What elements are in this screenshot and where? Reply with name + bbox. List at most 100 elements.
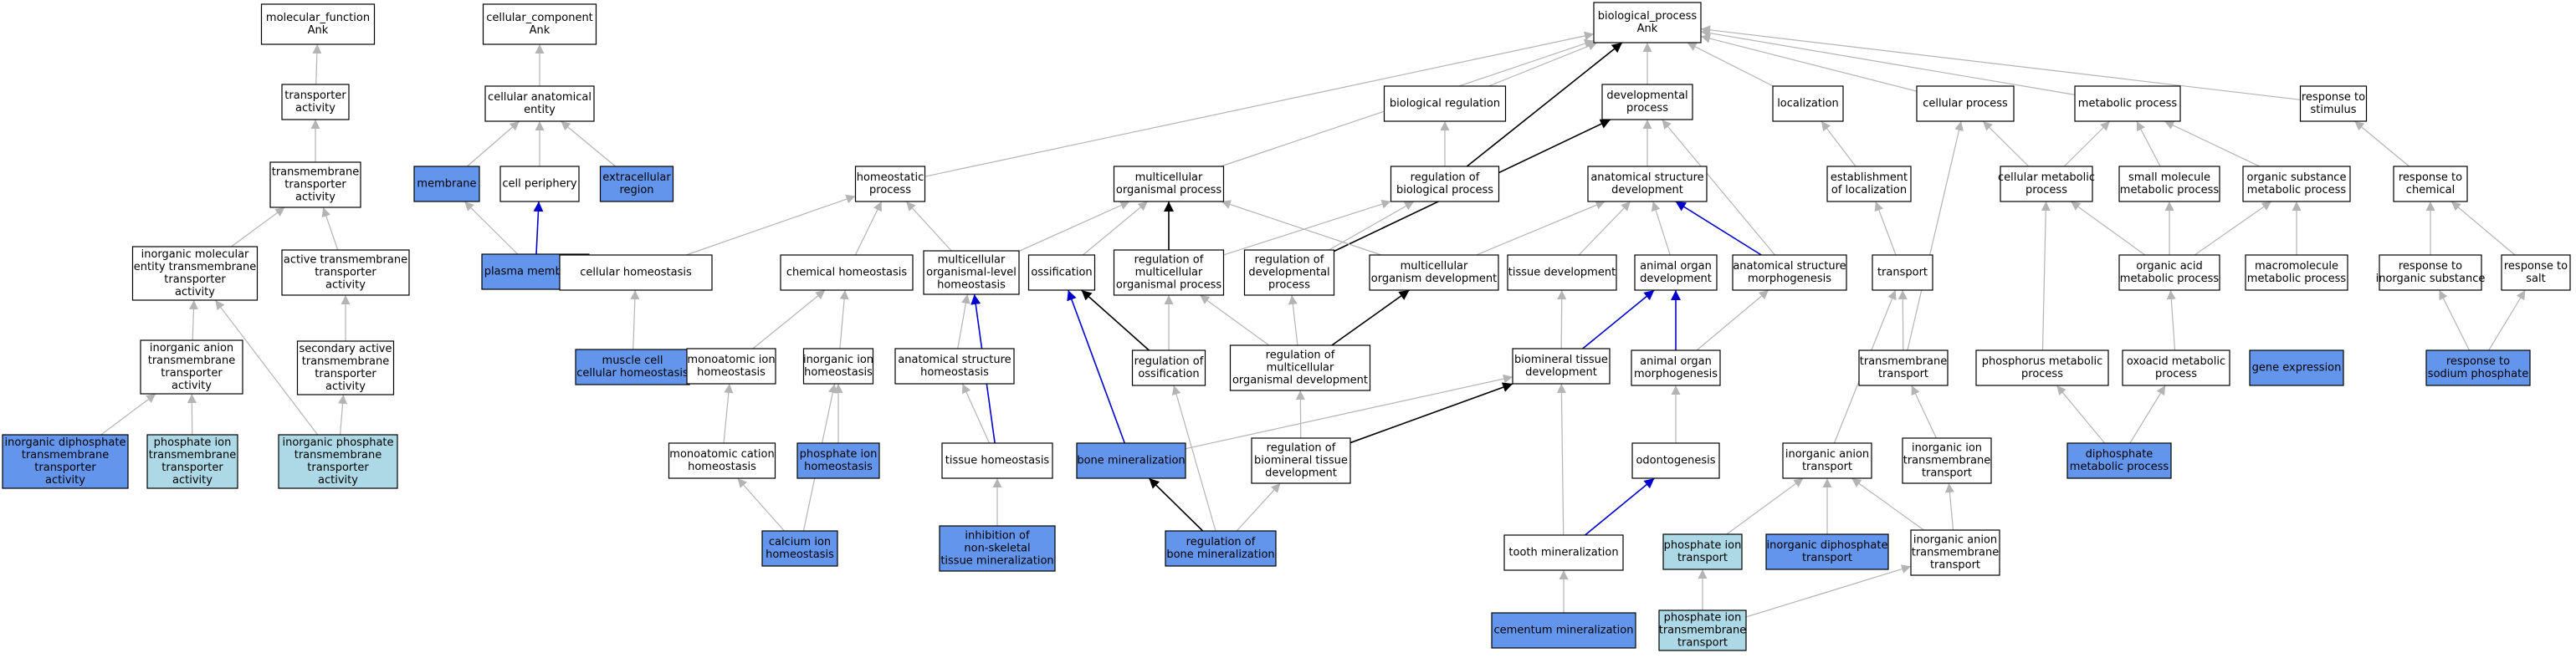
node-transport[interactable]: transport <box>1872 254 1933 291</box>
node-label-line: multicellular <box>1401 260 1468 273</box>
node-satta[interactable]: secondary activetransmembranetransporter… <box>296 340 395 395</box>
node-membrane[interactable]: membrane <box>413 166 480 202</box>
edge-mp-to-bp <box>1700 28 2076 95</box>
node-label-line: sodium phosphate <box>2428 368 2528 380</box>
node-box <box>269 161 361 208</box>
node-bm[interactable]: bone mineralization <box>1076 442 1186 479</box>
node-cp[interactable]: cell periphery <box>499 166 580 202</box>
node-box <box>1113 249 1225 296</box>
edge-pm-to-membrane <box>463 201 519 255</box>
node-pitta[interactable]: phosphate iontransmembranetransporteract… <box>146 434 238 489</box>
node-cm[interactable]: cementum mineralization <box>1491 612 1636 649</box>
edge-oxmp-to-oamp <box>2166 289 2176 351</box>
node-tm[interactable]: tooth mineralization <box>1503 534 1624 571</box>
node-odont[interactable]: odontogenesis <box>1631 442 1720 479</box>
node-label-line: anatomical structure <box>898 354 1011 366</box>
node-td[interactable]: tissue development <box>1507 254 1617 291</box>
node-box <box>761 530 838 567</box>
node-ch[interactable]: cellular homeostasis <box>559 254 713 291</box>
node-iata[interactable]: inorganic aniontransmembranetransportera… <box>140 339 243 395</box>
node-box <box>1229 344 1371 391</box>
edge-dpmp-to-oxmp <box>2129 385 2166 444</box>
node-br[interactable]: biological regulation <box>1383 85 1507 122</box>
edge-cih-to-mch <box>737 477 785 532</box>
node-mp[interactable]: metabolic process <box>2074 85 2181 122</box>
node-chemh[interactable]: chemical homeostasis <box>780 254 914 291</box>
node-label-line: secondary active <box>299 343 392 355</box>
node-box <box>1512 348 1611 385</box>
edge-asm-to-asd <box>1675 201 1762 256</box>
edge-imetta-to-tta <box>231 207 285 247</box>
node-box <box>296 340 395 395</box>
node-ge[interactable]: gene expression <box>2249 349 2344 386</box>
node-iptta[interactable]: inorganic phosphatetransmembranetranspor… <box>278 434 398 489</box>
node-box <box>923 250 1020 295</box>
node-box <box>1631 349 1721 386</box>
node-loc[interactable]: localization <box>1772 85 1844 122</box>
node-cellp[interactable]: cellular process <box>1916 85 2015 122</box>
node-oss[interactable]: ossification <box>1027 254 1096 291</box>
edge-btd-to-td <box>1557 289 1567 349</box>
node-idptta[interactable]: inorganic diphosphatetransmembranetransp… <box>2 434 129 489</box>
node-label-line: inorganic diphosphate <box>1767 539 1888 552</box>
node-box <box>281 84 350 120</box>
node-tish[interactable]: tissue homeostasis <box>941 442 1053 479</box>
node-label-line: phosphate ion <box>154 436 232 449</box>
